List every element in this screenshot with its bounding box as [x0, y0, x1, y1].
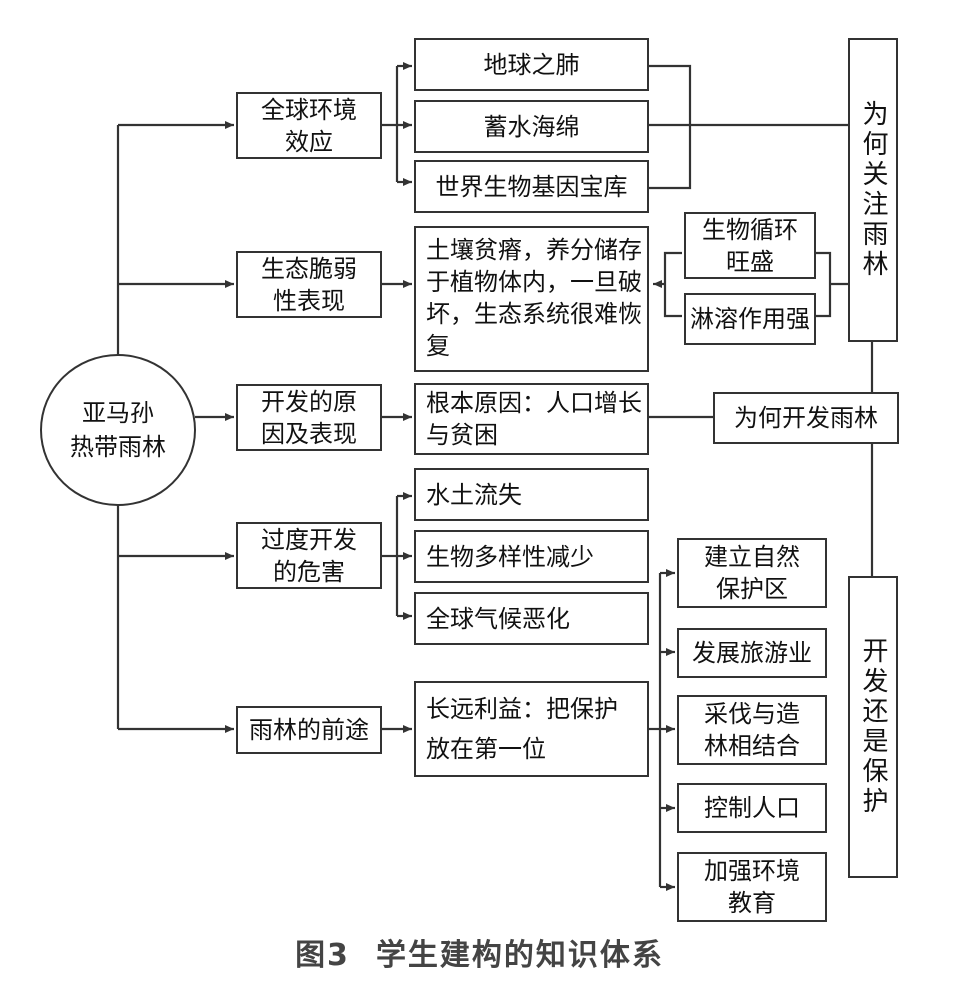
measure-tourism-label: 发展旅游业 [692, 639, 812, 667]
effect-genebank: 世界生物基因宝库 [414, 160, 649, 213]
branch-future-label: 雨林的前途 [249, 716, 369, 744]
effect-lung: 地球之肺 [414, 38, 649, 91]
question-develop-or-protect: 开发还是保护 [848, 576, 898, 878]
harm-erosion: 水土流失 [414, 468, 649, 521]
harm-erosion-label: 水土流失 [426, 480, 522, 509]
harm-biodiversity: 生物多样性减少 [414, 530, 649, 583]
effect-lung-label: 地球之肺 [483, 50, 580, 79]
fragile-detail: 土壤贫瘠，养分储存于植物体内，一旦破坏，生态系统很难恢复 [414, 226, 649, 372]
branch-cause: 开发的原 因及表现 [236, 384, 382, 451]
effect-genebank-label: 世界生物基因宝库 [435, 172, 628, 201]
effect-sponge-label: 蓄水海绵 [483, 112, 580, 141]
measure-tourism: 发展旅游业 [677, 628, 827, 678]
figure-number: 图3 [295, 938, 350, 973]
branch-harm-label: 过度开发 的危害 [261, 525, 357, 586]
branch-fragility: 生态脆弱 性表现 [236, 251, 382, 318]
reason-biocycle-label: 生物循环 旺盛 [702, 215, 798, 276]
branch-fragility-label: 生态脆弱 性表现 [261, 254, 357, 315]
harm-biodiversity-label: 生物多样性减少 [426, 542, 594, 571]
measure-population: 控制人口 [677, 783, 827, 833]
effect-sponge: 蓄水海绵 [414, 100, 649, 153]
reason-biocycle: 生物循环 旺盛 [684, 212, 816, 279]
figure-title: 学生建构的知识体系 [375, 938, 664, 973]
branch-future: 雨林的前途 [236, 706, 382, 754]
center-label: 亚马孙 热带雨林 [70, 399, 166, 461]
reason-leaching-label: 淋溶作用强 [690, 305, 810, 333]
measure-logging: 采伐与造 林相结合 [677, 695, 827, 765]
measure-education-label: 加强环境 教育 [704, 857, 800, 917]
center-node: 亚马孙 热带雨林 [40, 354, 196, 506]
question-why-care: 为何关注雨林 [848, 38, 898, 342]
measure-reserve: 建立自然 保护区 [677, 538, 827, 608]
branch-global-effect-label: 全球环境 效应 [261, 95, 357, 156]
future-detail: 长远利益：把保护 放在第一位 [414, 681, 649, 777]
branch-cause-label: 开发的原 因及表现 [261, 387, 357, 448]
question-why-develop: 为何开发雨林 [713, 392, 899, 444]
harm-climate: 全球气候恶化 [414, 592, 649, 645]
fragile-detail-text: 土壤贫瘠，养分储存于植物体内，一旦破坏，生态系统很难恢复 [426, 236, 642, 360]
branch-harm: 过度开发 的危害 [236, 522, 382, 589]
question-why-develop-label: 为何开发雨林 [734, 404, 878, 432]
measure-population-label: 控制人口 [704, 794, 800, 822]
reason-leaching: 淋溶作用强 [684, 293, 816, 345]
cause-detail: 根本原因：人口增长与贫困 [414, 383, 649, 455]
question-why-care-label: 为何关注雨林 [858, 100, 888, 280]
measure-education: 加强环境 教育 [677, 852, 827, 922]
measure-logging-label: 采伐与造 林相结合 [704, 700, 800, 760]
cause-detail-text: 根本原因：人口增长与贫困 [426, 389, 642, 449]
question-develop-or-protect-label: 开发还是保护 [858, 637, 888, 817]
future-detail-text: 长远利益：把保护 放在第一位 [426, 695, 618, 763]
figure-caption: 图3 学生建构的知识体系 [0, 930, 959, 974]
branch-global-effect: 全球环境 效应 [236, 92, 382, 159]
measure-reserve-label: 建立自然 保护区 [704, 543, 800, 603]
harm-climate-label: 全球气候恶化 [426, 604, 570, 633]
